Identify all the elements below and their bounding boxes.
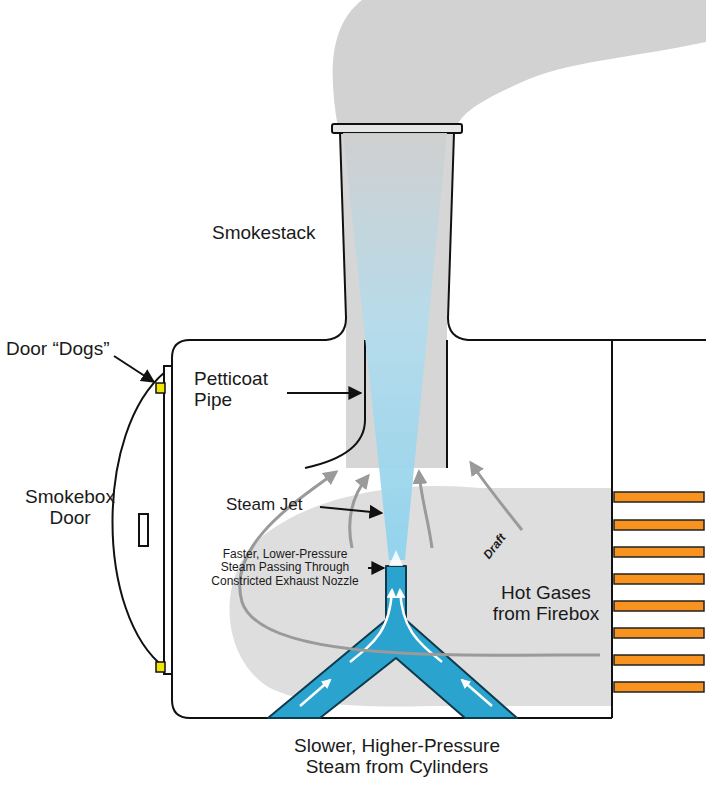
note-label: Faster, Lower-Pressure Steam Passing Thr… <box>205 548 365 588</box>
fire-tube <box>614 547 704 557</box>
part-label: Steam Jet <box>226 495 326 514</box>
steam-jet <box>343 133 447 560</box>
part-label: Petticoat Pipe <box>194 368 284 411</box>
part-label: Hot Gases from Firebox <box>486 582 606 625</box>
fire-tube <box>614 628 704 638</box>
steam-flow-arrows <box>300 590 492 706</box>
door-dog <box>156 662 165 672</box>
fire-tube <box>614 574 704 584</box>
fire-tube <box>614 601 704 611</box>
fire-tube <box>614 655 704 665</box>
nozzle-tip <box>389 550 403 566</box>
part-label: Smokebox Door <box>20 486 120 529</box>
door-handle <box>139 514 148 546</box>
door-face <box>164 366 172 674</box>
smokebox-shell <box>172 340 706 718</box>
part-label: Door “Dogs” <box>6 338 136 359</box>
smokebox-door <box>113 372 166 668</box>
stack-cap <box>332 124 462 133</box>
fire-tube <box>614 682 704 692</box>
door-dog <box>156 383 165 393</box>
part-label: Slower, Higher-Pressure Steam from Cylin… <box>272 735 522 778</box>
part-label: Smokestack <box>212 222 342 243</box>
leader-lines <box>114 356 384 568</box>
smoke-plume <box>333 0 706 128</box>
fire-tube <box>614 520 704 530</box>
fire-tubes <box>614 492 704 692</box>
fire-tube <box>614 492 704 502</box>
